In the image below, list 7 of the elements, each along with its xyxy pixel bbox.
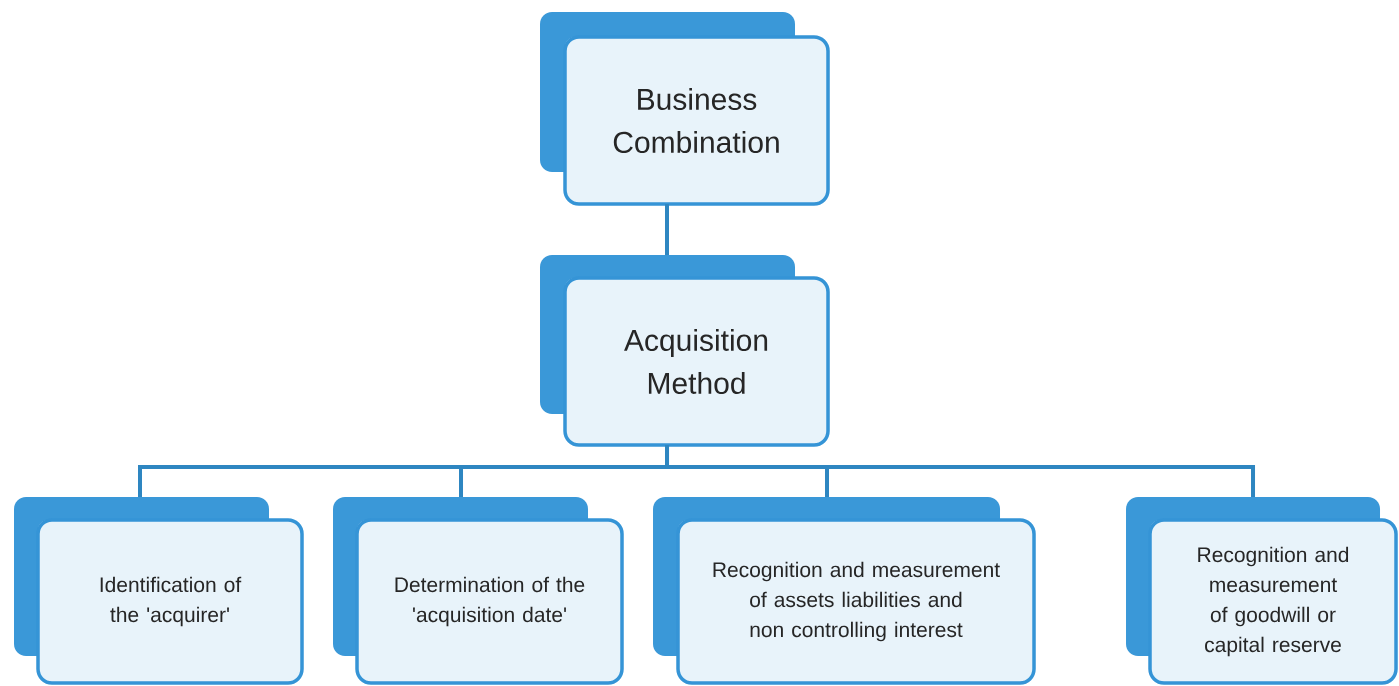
stacked-box: Business Combination bbox=[540, 12, 830, 206]
stacked-box: Recognition and measurement of assets liabilities and non controlling interest bbox=[653, 497, 1036, 685]
stacked-box: Identification of the 'acquirer' bbox=[14, 497, 304, 685]
stacked-box: Recognition and measurement of goodwill or capital reserve bbox=[1126, 497, 1398, 685]
stacked-box: Determination of the 'acquisition date' bbox=[333, 497, 624, 685]
stacked-box: Acquisition Method bbox=[540, 255, 830, 447]
connector-line bbox=[665, 204, 669, 255]
